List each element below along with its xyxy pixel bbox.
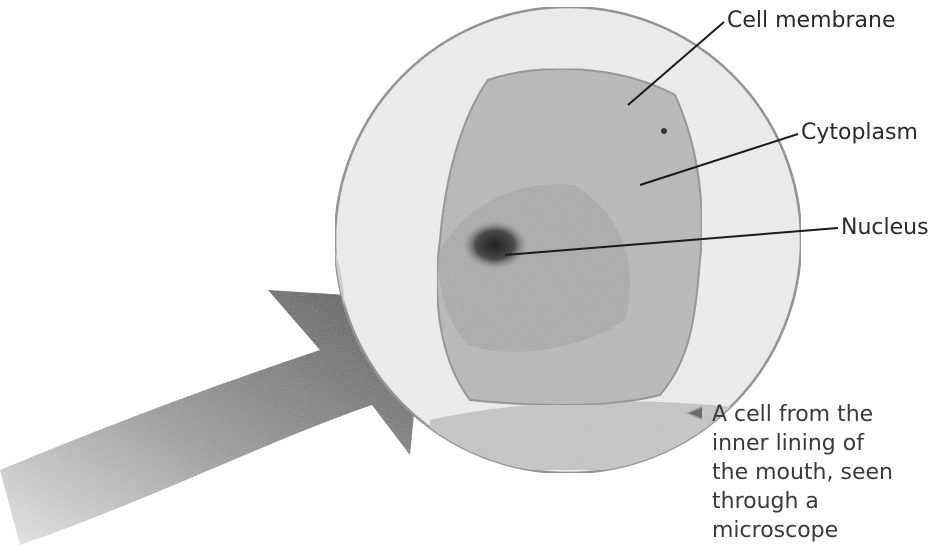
caption-line: the mouth, seen: [712, 458, 893, 487]
caption-line: microscope: [712, 516, 893, 545]
figure-caption: A cell from the inner lining of the mout…: [712, 400, 893, 545]
left-pointing-triangle-icon: [684, 405, 704, 421]
nucleus-label: Nucleus: [841, 215, 929, 241]
nucleus-shape: [463, 221, 527, 269]
cytoplasm-label: Cytoplasm: [801, 120, 918, 146]
caption-line: through a: [712, 487, 893, 516]
caption-line: A cell from the: [712, 400, 893, 429]
cell-membrane-label: Cell membrane: [727, 8, 895, 34]
caption-line: inner lining of: [712, 429, 893, 458]
